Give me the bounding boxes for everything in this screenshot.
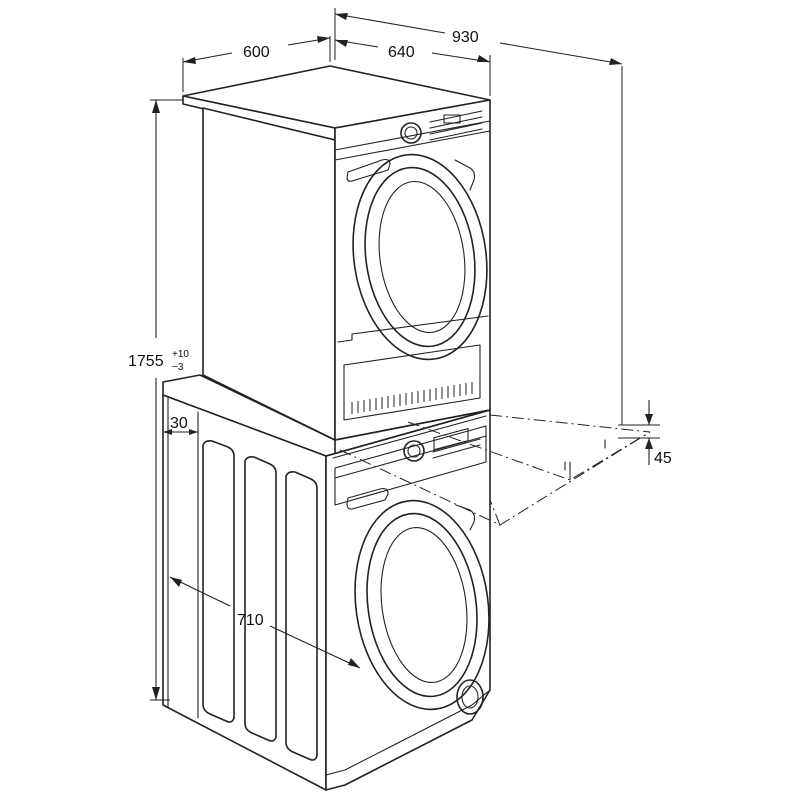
dim-tolerance-plus: +10 [172, 349, 189, 360]
dimension-drawer-extension: 710 [162, 576, 361, 669]
dimension-side-gap: 30 [163, 415, 198, 435]
dim-label-600: 600 [243, 44, 270, 61]
vent-grille [351, 382, 473, 414]
dimension-total-height: 1755 +10 −3 [128, 99, 189, 701]
base-cabinet [162, 374, 336, 791]
dimension-depth-640: 640 [334, 39, 491, 96]
pull-out-shelf [339, 414, 651, 526]
dim-label-30: 30 [170, 415, 188, 432]
dim-label-45: 45 [654, 450, 672, 467]
dim-tolerance-minus: −3 [172, 362, 184, 373]
dryer-unit [182, 65, 491, 441]
dim-label-930: 930 [452, 29, 479, 46]
dim-label-1755: 1755 [128, 353, 164, 370]
dim-label-640: 640 [388, 44, 415, 61]
dimension-drawer-height: 45 [618, 400, 672, 467]
dim-label-710: 710 [237, 612, 264, 629]
washer-unit [325, 409, 491, 791]
dimension-depth-600: 600 [182, 36, 331, 92]
dimension-total-depth: 930 [334, 8, 623, 425]
